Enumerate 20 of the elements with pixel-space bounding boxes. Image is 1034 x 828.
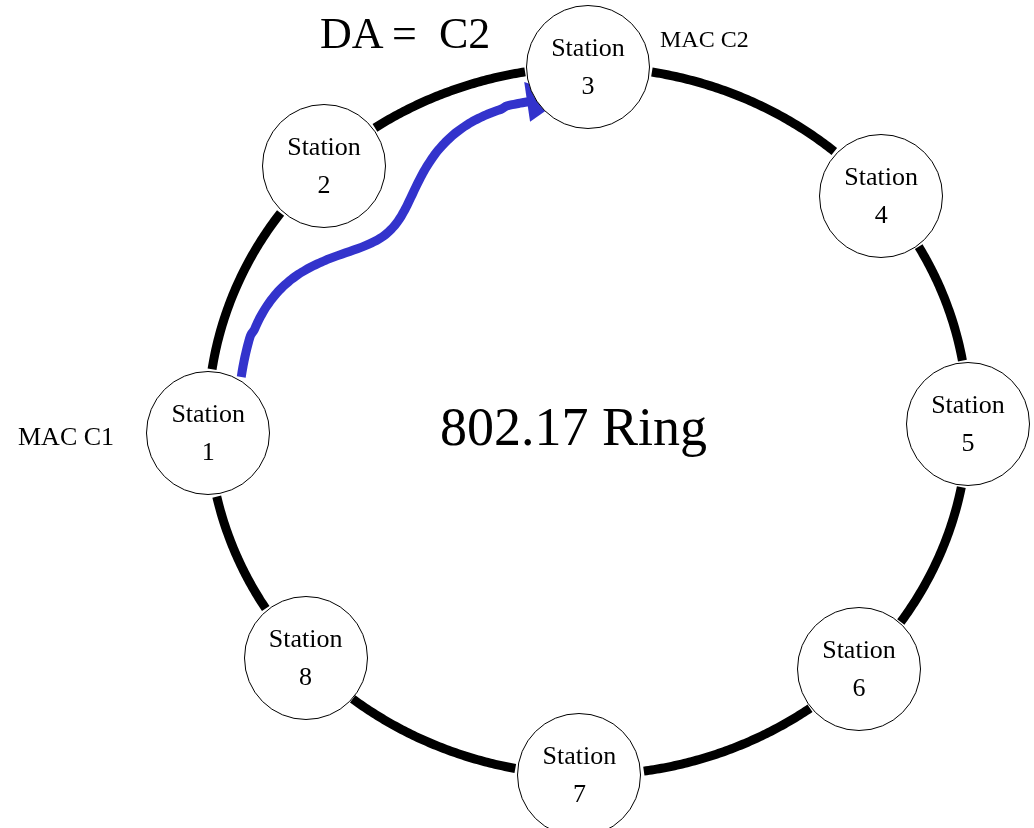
station-label: Station 5 [930,389,1006,460]
station-label: Station 8 [267,622,344,693]
station-label: Station 4 [843,160,920,231]
ring-line [212,494,270,612]
mac-address-label: MAC C2 [660,26,749,53]
ring-line [650,67,838,155]
ring-title: 802.17 Ring [440,396,708,458]
ring-line [897,484,966,625]
ring-line [350,695,518,773]
station-label: Station 7 [541,739,618,810]
ring-line [641,704,813,776]
ring-line [207,210,285,372]
ring-line [914,244,967,363]
mac-address-label: MAC C1 [18,422,115,452]
station-label: Station 3 [550,32,626,102]
station-label: Station 1 [170,398,247,469]
ring-line [372,67,528,132]
station-label: Station 2 [286,131,362,202]
destination-address-label: DA = C2 [320,8,491,59]
station-label: Station 6 [821,634,897,705]
